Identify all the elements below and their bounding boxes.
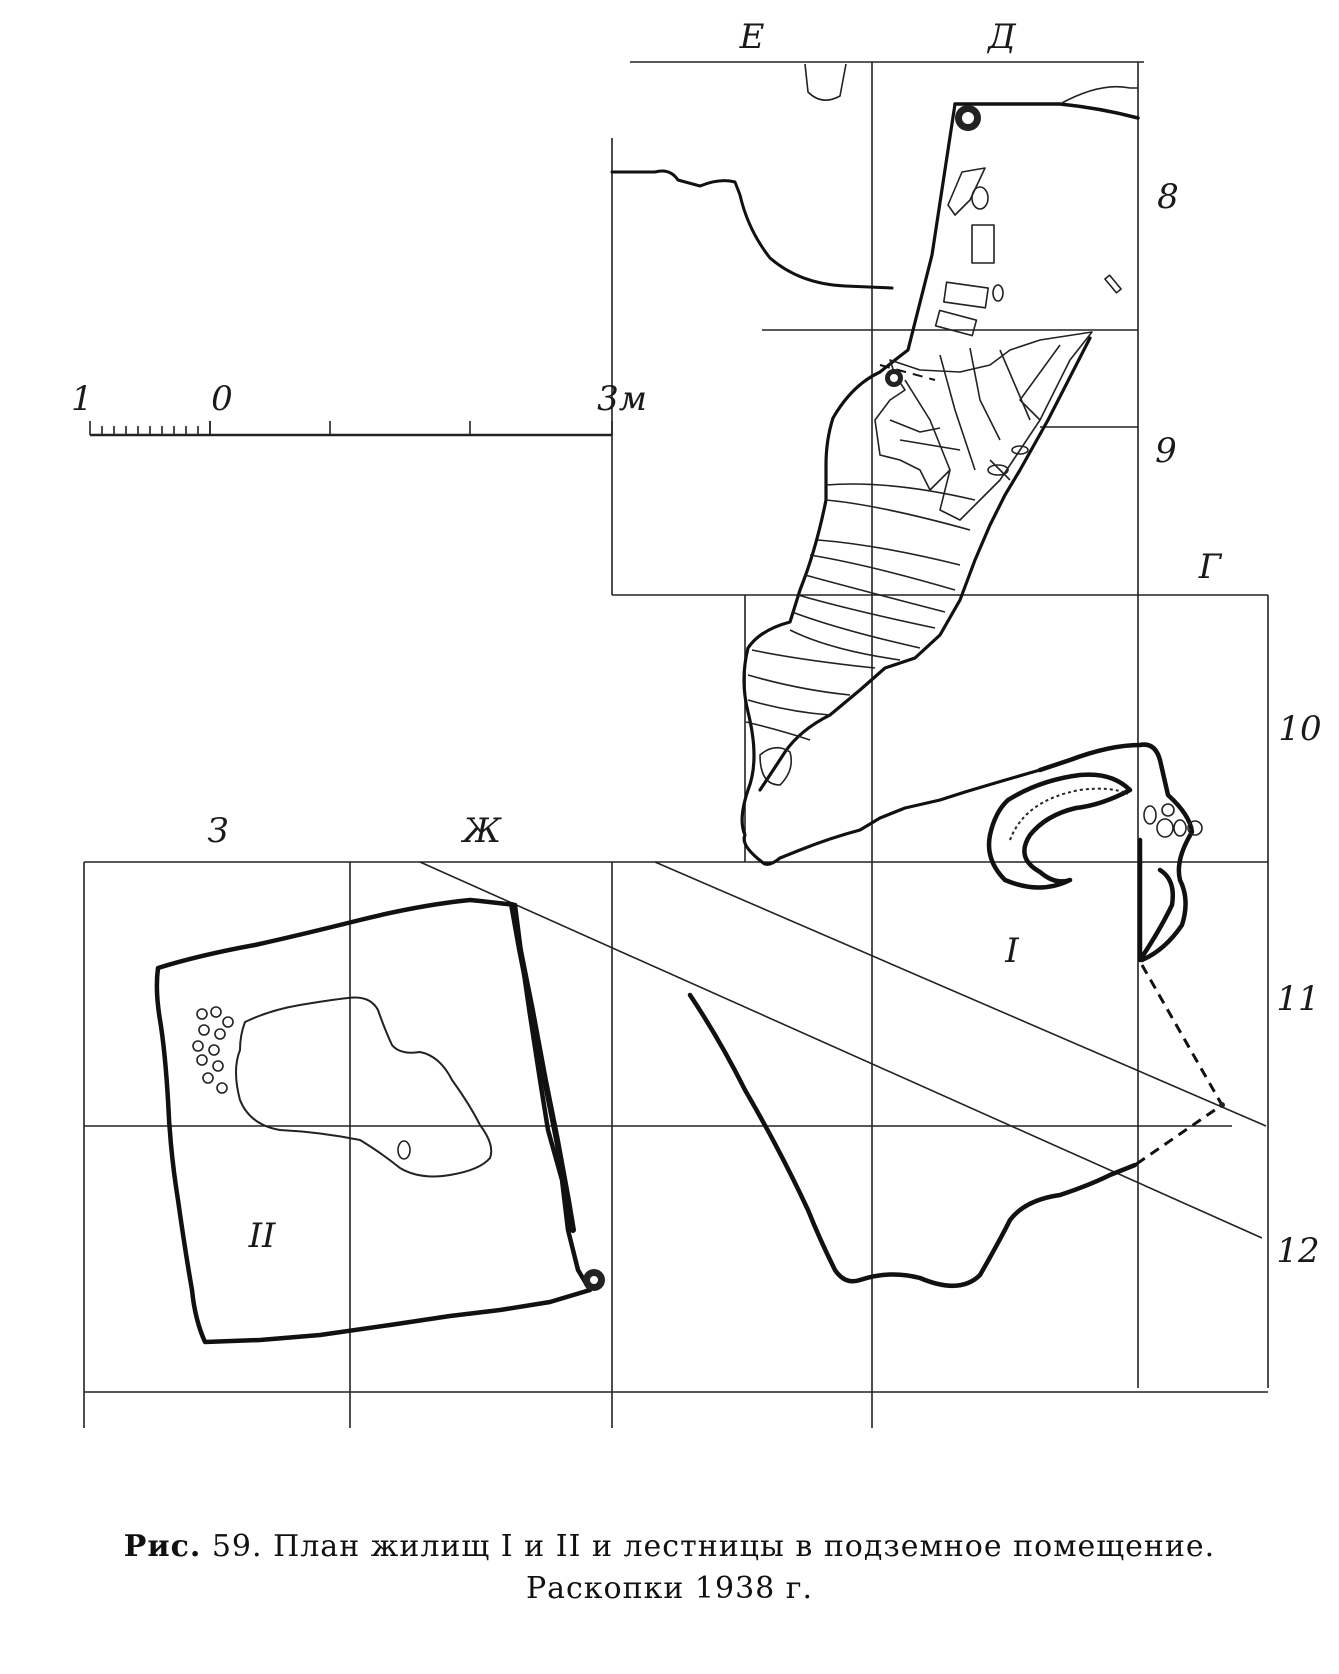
row-label-11: 11 [1276,979,1319,1019]
wall-north-curve [1059,85,1138,105]
collapsed-beams [874,331,1093,521]
dwelling-i-reconstructed-line [1134,964,1224,1167]
row-label-12: 12 [1276,1231,1319,1271]
dwelling-i-label: I [1004,931,1019,971]
finds [759,105,1122,786]
scale-label-3m: 3м [597,379,647,419]
figure-caption-text: 59. План жилищ I и II и лестницы в подзе… [211,1529,1216,1564]
dwelling-i-east-wall [1137,837,1175,963]
dwelling-i-south-wall [687,992,1138,1289]
scale-label-1: 1 [71,379,93,419]
dwelling-i-survey-point [1219,1102,1225,1108]
column-label-d: Д [986,17,1017,57]
small-pit [804,63,847,101]
dwelling-ii-outline [154,897,593,1345]
dwelling-i-inner-pit [986,772,1133,890]
scale-bar: 1 0 3м [71,379,647,437]
figure-caption-line-1: Рис. 59. План жилищ I и II и лестницы в … [0,1529,1339,1564]
dwelling-ii-stones [192,1006,411,1160]
row-label-8: 8 [1157,177,1179,217]
dwelling-ii-hearth [235,996,493,1178]
grid-lines [83,61,1269,1428]
stair-treads [745,483,976,741]
column-label-zh: Ж [460,811,502,851]
dwelling-ii-label: II [248,1216,276,1256]
dwelling-ii-east-wall-detail [509,902,576,1233]
figure-caption-prefix: Рис. [123,1529,202,1564]
column-label-e: Е [739,17,765,57]
staircase-east-wall [758,336,1092,792]
row-label-10: 10 [1278,709,1321,749]
dwelling-i-pit-edge [1009,787,1129,841]
column-label-z: З [207,811,228,851]
figure-caption-line-2: Раскопки 1938 г. [525,1571,814,1606]
row-label-9: 9 [1155,431,1177,471]
wall-north [953,102,1140,120]
column-label-g: Г [1198,547,1223,587]
dwelling-i-stones [1143,803,1203,838]
excavation-edge-upper [610,169,894,290]
dwelling-i-curved-wall [1037,742,1195,963]
staircase-outline [740,102,1042,866]
scale-label-0: 0 [211,379,233,419]
